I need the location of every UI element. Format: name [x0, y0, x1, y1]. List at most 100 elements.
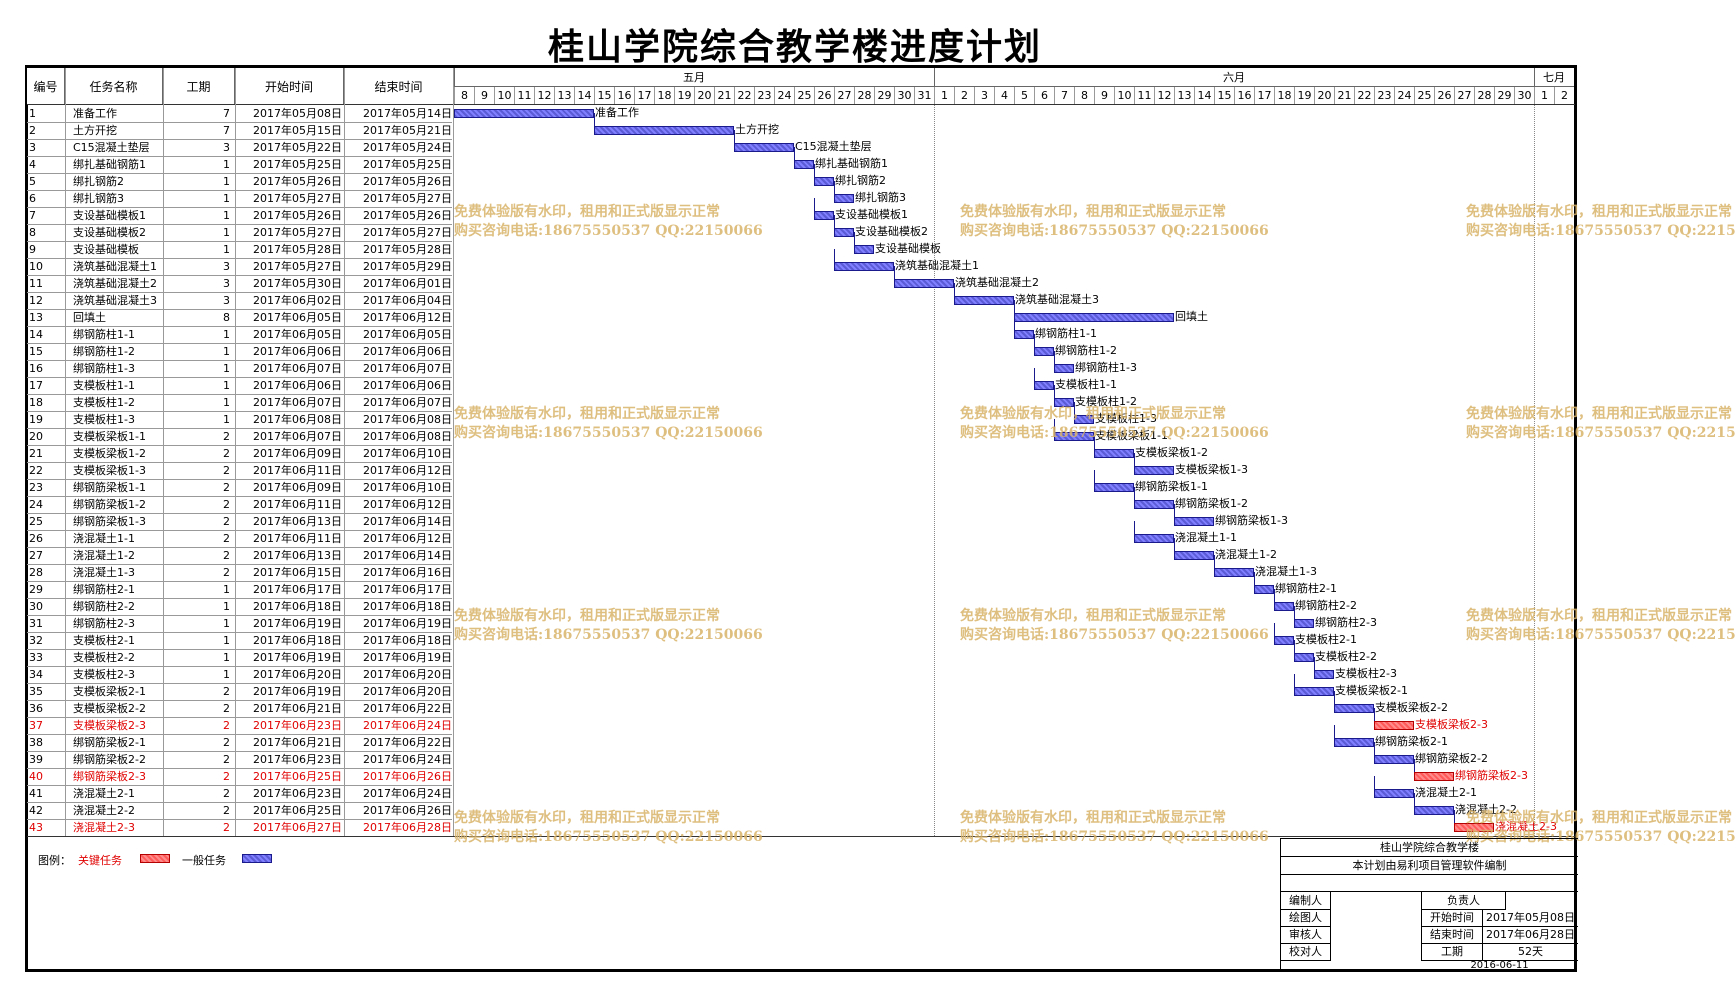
watermark-line2: 购买咨询电话:18675550537 QQ:22150066: [1466, 223, 1736, 239]
task-id: 29: [29, 583, 43, 596]
month-label: 五月: [683, 71, 705, 84]
task-end: 2017年05月26日: [363, 209, 452, 222]
watermark-line1: 免费体验版有水印，租用和正式版显示正常: [1466, 204, 1732, 220]
gantt-bar-label: 绑钢筋梁板2-3: [1455, 769, 1528, 782]
gantt-bar-label: 绑扎基础钢筋1: [815, 157, 888, 170]
titleblock-drawer: 绘图人: [1281, 909, 1331, 927]
task-name: 回填土: [73, 311, 106, 324]
task-start: 2017年06月13日: [253, 549, 342, 562]
gantt-bar: [834, 262, 894, 271]
task-end: 2017年06月05日: [363, 328, 452, 341]
header-start: 开始时间: [235, 68, 344, 105]
task-start: 2017年05月26日: [253, 175, 342, 188]
table-row-line: [27, 309, 452, 310]
task-name: 支模板梁板2-2: [73, 702, 146, 715]
task-id: 23: [29, 481, 43, 494]
task-id: 43: [29, 821, 43, 834]
day-label: 5: [1014, 87, 1034, 105]
dependency-link: [1454, 810, 1455, 823]
task-name: 浇混凝土1-3: [73, 566, 135, 579]
gantt-bar-label: 绑钢筋梁板2-2: [1415, 752, 1488, 765]
titleblock-end-label: 结束时间: [1421, 926, 1483, 944]
dependency-link: [834, 249, 835, 262]
legend-normal-label: 一般任务: [182, 854, 226, 867]
gantt-bar-label: 绑钢筋梁板2-1: [1375, 735, 1448, 748]
task-end: 2017年05月26日: [363, 175, 452, 188]
watermark-line1: 免费体验版有水印，租用和正式版显示正常: [454, 810, 720, 826]
task-end: 2017年05月28日: [363, 243, 452, 256]
gantt-bar-label: 浇筑基础混凝土2: [955, 276, 1039, 289]
task-duration: 2: [223, 430, 230, 443]
titleblock-end-value: 2017年06月28日: [1483, 926, 1578, 944]
gantt-bar-label: 支模板梁板2-2: [1375, 701, 1448, 714]
task-id: 25: [29, 515, 43, 528]
day-label: 2: [1554, 87, 1574, 105]
gantt-bar-label: 支模板梁板2-3: [1415, 718, 1488, 731]
titleblock-note: 本计划由易利项目管理软件编制: [1281, 857, 1578, 875]
task-start: 2017年06月11日: [253, 532, 342, 545]
task-start: 2017年06月19日: [253, 685, 342, 698]
watermark-line1: 免费体验版有水印，租用和正式版显示正常: [454, 608, 720, 624]
gantt-bar: [1094, 483, 1134, 492]
task-end: 2017年06月10日: [363, 481, 452, 494]
dependency-link: [1134, 487, 1135, 500]
timeline-hline: [454, 86, 1574, 87]
gantt-bar: [1014, 330, 1034, 339]
watermark-text: 免费体验版有水印，租用和正式版显示正常购买咨询电话:18675550537 QQ…: [454, 405, 763, 443]
gantt-bar: [1334, 704, 1374, 713]
watermark-line2: 购买咨询电话:18675550537 QQ:22150066: [454, 627, 763, 643]
table-row-line: [27, 530, 452, 531]
day-label: 1: [934, 87, 954, 105]
legend-label: 图例：: [38, 854, 71, 867]
month-divider: [934, 68, 935, 87]
table-row-line: [27, 581, 452, 582]
task-duration: 1: [223, 634, 230, 647]
gantt-bar: [814, 211, 834, 220]
task-duration: 1: [223, 600, 230, 613]
task-start: 2017年06月23日: [253, 753, 342, 766]
task-duration: 2: [223, 566, 230, 579]
task-name: C15混凝土垫层: [73, 141, 150, 154]
table-row-line: [27, 819, 452, 820]
gantt-bar-label: 绑钢筋柱2-1: [1275, 582, 1337, 595]
task-id: 37: [29, 719, 43, 732]
gantt-bar: [1414, 772, 1454, 781]
task-name: 土方开挖: [73, 124, 117, 137]
day-label: 25: [1414, 87, 1434, 105]
table-row-line: [27, 445, 452, 446]
task-duration: 2: [223, 464, 230, 477]
task-duration: 2: [223, 532, 230, 545]
task-start: 2017年06月21日: [253, 702, 342, 715]
day-label: 1: [1534, 87, 1554, 105]
gantt-bar-label: 支设基础模板: [875, 242, 941, 255]
dependency-link: [794, 147, 795, 160]
task-duration: 2: [223, 481, 230, 494]
gantt-bar: [1214, 568, 1254, 577]
task-start: 2017年06月17日: [253, 583, 342, 596]
table-row-line: [27, 190, 452, 191]
task-start: 2017年06月20日: [253, 668, 342, 681]
task-duration: 2: [223, 447, 230, 460]
day-label: 12: [534, 87, 554, 105]
gantt-bar-label: 浇筑基础混凝土1: [895, 259, 979, 272]
day-label: 18: [654, 87, 674, 105]
table-row-line: [27, 547, 452, 548]
task-id: 30: [29, 600, 43, 613]
task-end: 2017年06月22日: [363, 736, 452, 749]
task-start: 2017年06月09日: [253, 447, 342, 460]
titleblock-project: 桂山学院综合教学楼: [1281, 839, 1578, 857]
task-duration: 2: [223, 821, 230, 834]
table-row-line: [27, 683, 452, 684]
dependency-link: [1014, 317, 1015, 330]
gantt-bar: [954, 296, 1014, 305]
day-label: 27: [834, 87, 854, 105]
legend-critical-label: 关键任务: [78, 854, 122, 867]
gantt-bar-label: 绑扎钢筋3: [855, 191, 906, 204]
gantt-bar-label: 支模板柱2-2: [1315, 650, 1377, 663]
gantt-bar: [454, 109, 594, 118]
gantt-bar-label: 支设基础模板2: [855, 225, 928, 238]
day-label: 27: [1454, 87, 1474, 105]
titleblock-duration-value: 52天: [1483, 943, 1578, 961]
gantt-bar: [1414, 806, 1454, 815]
task-start: 2017年06月15日: [253, 566, 342, 579]
